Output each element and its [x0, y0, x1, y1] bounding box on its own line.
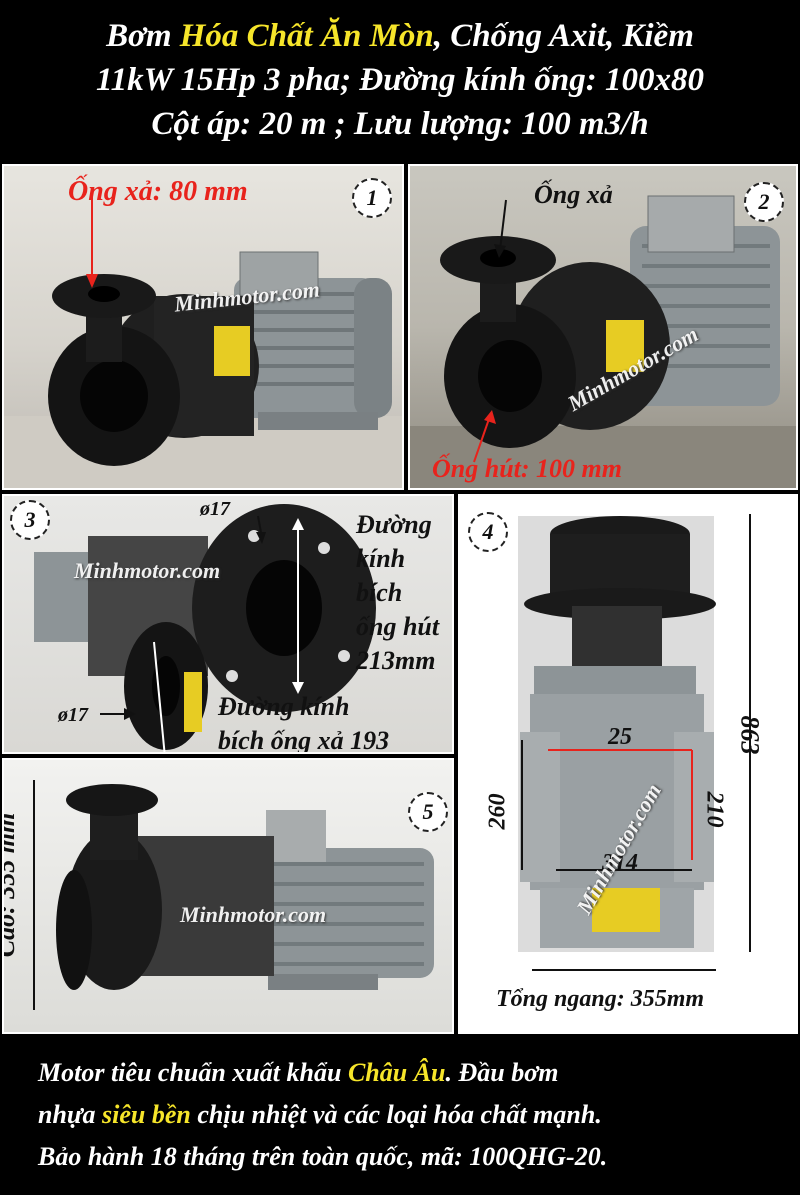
title-line-1: Bơm Hóa Chất Ăn Mòn, Chống Axit, Kiềm	[0, 0, 800, 58]
panel-number-1: 1	[352, 178, 392, 218]
title-line-2: 11kW 15Hp 3 pha; Đường kính ống: 100x80	[95, 62, 705, 98]
footer-banner: Motor tiêu chuẩn xuất khẩu Châu Âu. Đầu …	[0, 1040, 800, 1195]
title-text: Bơm	[106, 18, 180, 54]
dim-210: 210	[701, 791, 728, 828]
footer-highlight-1: Châu Âu	[347, 1058, 446, 1087]
outlet-label: Ống xả: 80 mm	[68, 176, 248, 207]
dim-25: 25	[608, 724, 632, 750]
vertical-pump-illustration	[518, 514, 751, 971]
inlet-label: Ống hút: 100 mm	[432, 454, 622, 483]
discharge-flange-label: Đường kính bích ống xả 193	[218, 692, 390, 754]
photo-panel-3: 3 ø17 ø17 Đường kính bích ống hút 213mm …	[2, 494, 454, 754]
title-highlight: Hóa Chất Ăn Mòn	[179, 18, 434, 54]
panel-number-4: 4	[468, 512, 508, 552]
footer-line-2: nhựa siêu bền chịu nhiệt và các loại hóa…	[38, 1100, 602, 1129]
dim-height-863: 863	[735, 715, 765, 755]
panel-number-5: 5	[408, 792, 448, 832]
photo-panel-5: 5 Cao: 355 mm Minhmotor.com	[2, 758, 454, 1034]
pump-illustration-1	[4, 196, 402, 488]
side-pump-illustration	[33, 780, 434, 1010]
dim-314: 314	[602, 850, 638, 876]
header-banner: Bơm Hóa Chất Ăn Mòn, Chống Axit, Kiềm 11…	[0, 0, 800, 160]
footer-line-3: Bảo hành 18 tháng trên toàn quốc, mã: 10…	[38, 1142, 608, 1171]
photo-panel-2: Ống xả Ống hút: 100 mm 2 Minhmotor.com	[408, 164, 798, 490]
flange-illustration	[34, 504, 376, 752]
photo-panel-4: 4 863 260 210 25 314 Tổng ngang: 355mm M…	[458, 494, 798, 1034]
height-label: Cao: 355 mm	[2, 812, 21, 958]
panel-number-3: 3	[10, 500, 50, 540]
footer-line-1: Motor tiêu chuẩn xuất khẩu Châu Âu. Đầu …	[38, 1058, 559, 1087]
bolt-hole-top: ø17	[200, 498, 230, 520]
photo-panel-1: Ống xả: 80 mm 1 Minhmotor.com	[2, 164, 404, 490]
suction-flange-label: Đường kính bích ống hút 213mm	[356, 510, 440, 675]
bolt-hole-left: ø17	[58, 704, 88, 726]
panel-number-2: 2	[744, 182, 784, 222]
watermark: Minhmotor.com	[74, 558, 221, 583]
title-line-3: Cột áp: 20 m ; Lưu lượng: 100 m3/h	[151, 106, 649, 142]
outlet-label: Ống xả	[534, 180, 613, 209]
footer-highlight-2: siêu bền	[102, 1100, 191, 1129]
dim-260: 260	[484, 793, 511, 830]
pump-illustration-2	[410, 195, 796, 488]
total-width-label: Tổng ngang: 355mm	[496, 986, 705, 1012]
watermark: Minhmotor.com	[180, 902, 327, 927]
title-text-2: , Chống Axit, Kiềm	[433, 18, 694, 54]
